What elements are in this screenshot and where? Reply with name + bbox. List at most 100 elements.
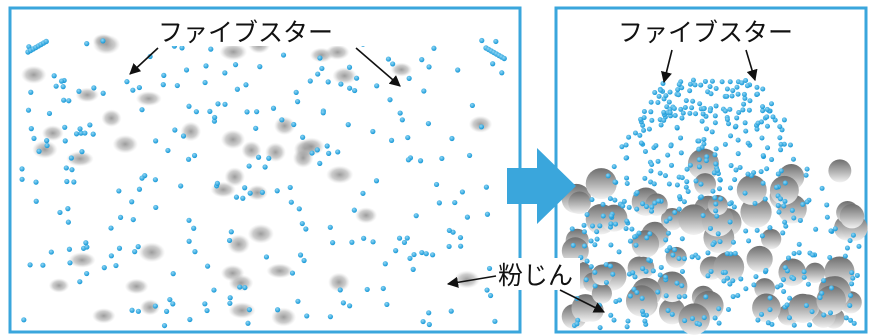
fiber-particle bbox=[724, 93, 730, 99]
fiber-particle bbox=[648, 179, 654, 185]
fiber-particle bbox=[775, 171, 781, 177]
fiber-particle bbox=[722, 108, 728, 114]
fiber-particle bbox=[27, 262, 33, 268]
fiber-particle bbox=[649, 117, 655, 123]
fiber-particle bbox=[735, 292, 741, 298]
fiber-particle bbox=[163, 308, 170, 314]
fiber-particle bbox=[781, 203, 787, 209]
fiber-particle bbox=[84, 41, 90, 47]
dust-particle bbox=[220, 129, 246, 150]
fiber-particle bbox=[681, 199, 687, 205]
fiber-particle bbox=[662, 173, 668, 179]
fiber-particle bbox=[170, 301, 176, 307]
fiber-particle bbox=[813, 226, 819, 232]
fiber-particle bbox=[648, 168, 654, 174]
fiber-particle bbox=[698, 181, 704, 187]
label-bg-left bbox=[150, 14, 370, 46]
fiber-particle bbox=[317, 160, 323, 167]
fiber-particle bbox=[666, 181, 672, 187]
fiber-particle bbox=[644, 235, 650, 241]
fiber-particle bbox=[661, 117, 667, 123]
fiber-particle bbox=[727, 106, 733, 112]
fiber-particle bbox=[663, 237, 669, 243]
fiber-particle bbox=[589, 197, 595, 203]
fiber-particle bbox=[714, 213, 720, 219]
fiber-particle bbox=[672, 247, 678, 253]
fiber-particle bbox=[634, 190, 640, 196]
fiber-particle bbox=[124, 79, 130, 85]
fiber-particle bbox=[373, 178, 380, 184]
fiber-particle bbox=[501, 55, 507, 62]
fiber-particle bbox=[679, 175, 685, 181]
fiber-particle bbox=[174, 82, 180, 89]
dust-particle bbox=[355, 207, 378, 224]
fiber-particle bbox=[295, 298, 301, 304]
fiber-particle bbox=[619, 144, 625, 150]
fiber-particle bbox=[309, 150, 315, 156]
fiber-particle bbox=[77, 279, 83, 285]
fiber-particle bbox=[733, 123, 739, 129]
fiber-particle bbox=[633, 242, 639, 248]
fiber-particle bbox=[185, 156, 192, 162]
fiber-particle bbox=[28, 89, 34, 95]
fiber-particle bbox=[393, 248, 399, 254]
fiber-particle bbox=[731, 204, 737, 210]
fiber-particle bbox=[736, 110, 742, 116]
fiber-particle bbox=[419, 57, 425, 63]
fiber-particle bbox=[67, 260, 73, 266]
fiber-particle bbox=[725, 275, 731, 281]
fiber-particle bbox=[632, 130, 638, 136]
fiber-particle bbox=[782, 198, 788, 204]
dust-ball bbox=[746, 245, 773, 273]
fiber-particle bbox=[246, 307, 252, 313]
fiber-particle bbox=[623, 226, 629, 232]
fiber-particle bbox=[374, 83, 380, 89]
fiber-particle bbox=[446, 227, 452, 234]
fiber-particle bbox=[671, 106, 677, 112]
fiber-particle bbox=[683, 184, 689, 190]
fiber-particle bbox=[222, 101, 228, 107]
fiber-particle bbox=[824, 214, 830, 220]
fiber-particle bbox=[819, 290, 825, 296]
dust-particle bbox=[271, 307, 297, 327]
fiber-particle bbox=[657, 87, 663, 93]
fiber-particle bbox=[687, 162, 693, 168]
fiber-particle bbox=[240, 195, 246, 201]
fiber-particle bbox=[405, 134, 411, 141]
fiber-particle bbox=[665, 307, 671, 313]
fiber-particle bbox=[727, 79, 733, 85]
dust-particle bbox=[68, 252, 96, 268]
dust-particle bbox=[32, 140, 58, 159]
fiber-particle bbox=[666, 99, 672, 105]
fiber-particle bbox=[574, 321, 580, 327]
fiber-particle bbox=[426, 310, 432, 316]
fiber-particle bbox=[726, 121, 732, 127]
fiber-particle bbox=[204, 307, 210, 314]
fiber-particle bbox=[178, 183, 184, 189]
fiber-particle bbox=[135, 244, 141, 250]
fiber-particle bbox=[139, 107, 145, 113]
fiber-particle bbox=[842, 253, 848, 259]
fiber-particle bbox=[632, 234, 638, 240]
fiber-particle bbox=[786, 315, 792, 321]
dust-particle bbox=[328, 272, 350, 292]
pointer-dust-right bbox=[559, 289, 606, 313]
fiber-particle bbox=[204, 263, 211, 269]
fiber-particle bbox=[652, 200, 658, 206]
fiber-particle bbox=[136, 186, 143, 192]
fiber-particle bbox=[758, 169, 764, 175]
fiber-particle bbox=[130, 216, 136, 223]
fiber-particle bbox=[483, 184, 489, 190]
fiber-particle bbox=[478, 124, 485, 130]
fiber-particle bbox=[242, 185, 248, 191]
fiber-particle bbox=[246, 163, 252, 169]
fiber-particle bbox=[153, 138, 159, 144]
fiber-particle bbox=[253, 125, 259, 131]
fiber-particle bbox=[848, 293, 853, 299]
fiber-particle bbox=[674, 124, 680, 130]
fiber-particle bbox=[746, 238, 752, 244]
dust-ball bbox=[754, 278, 776, 299]
fiber-particle bbox=[399, 117, 405, 123]
fiber-particle bbox=[594, 229, 600, 235]
fiber-particle bbox=[721, 278, 727, 284]
